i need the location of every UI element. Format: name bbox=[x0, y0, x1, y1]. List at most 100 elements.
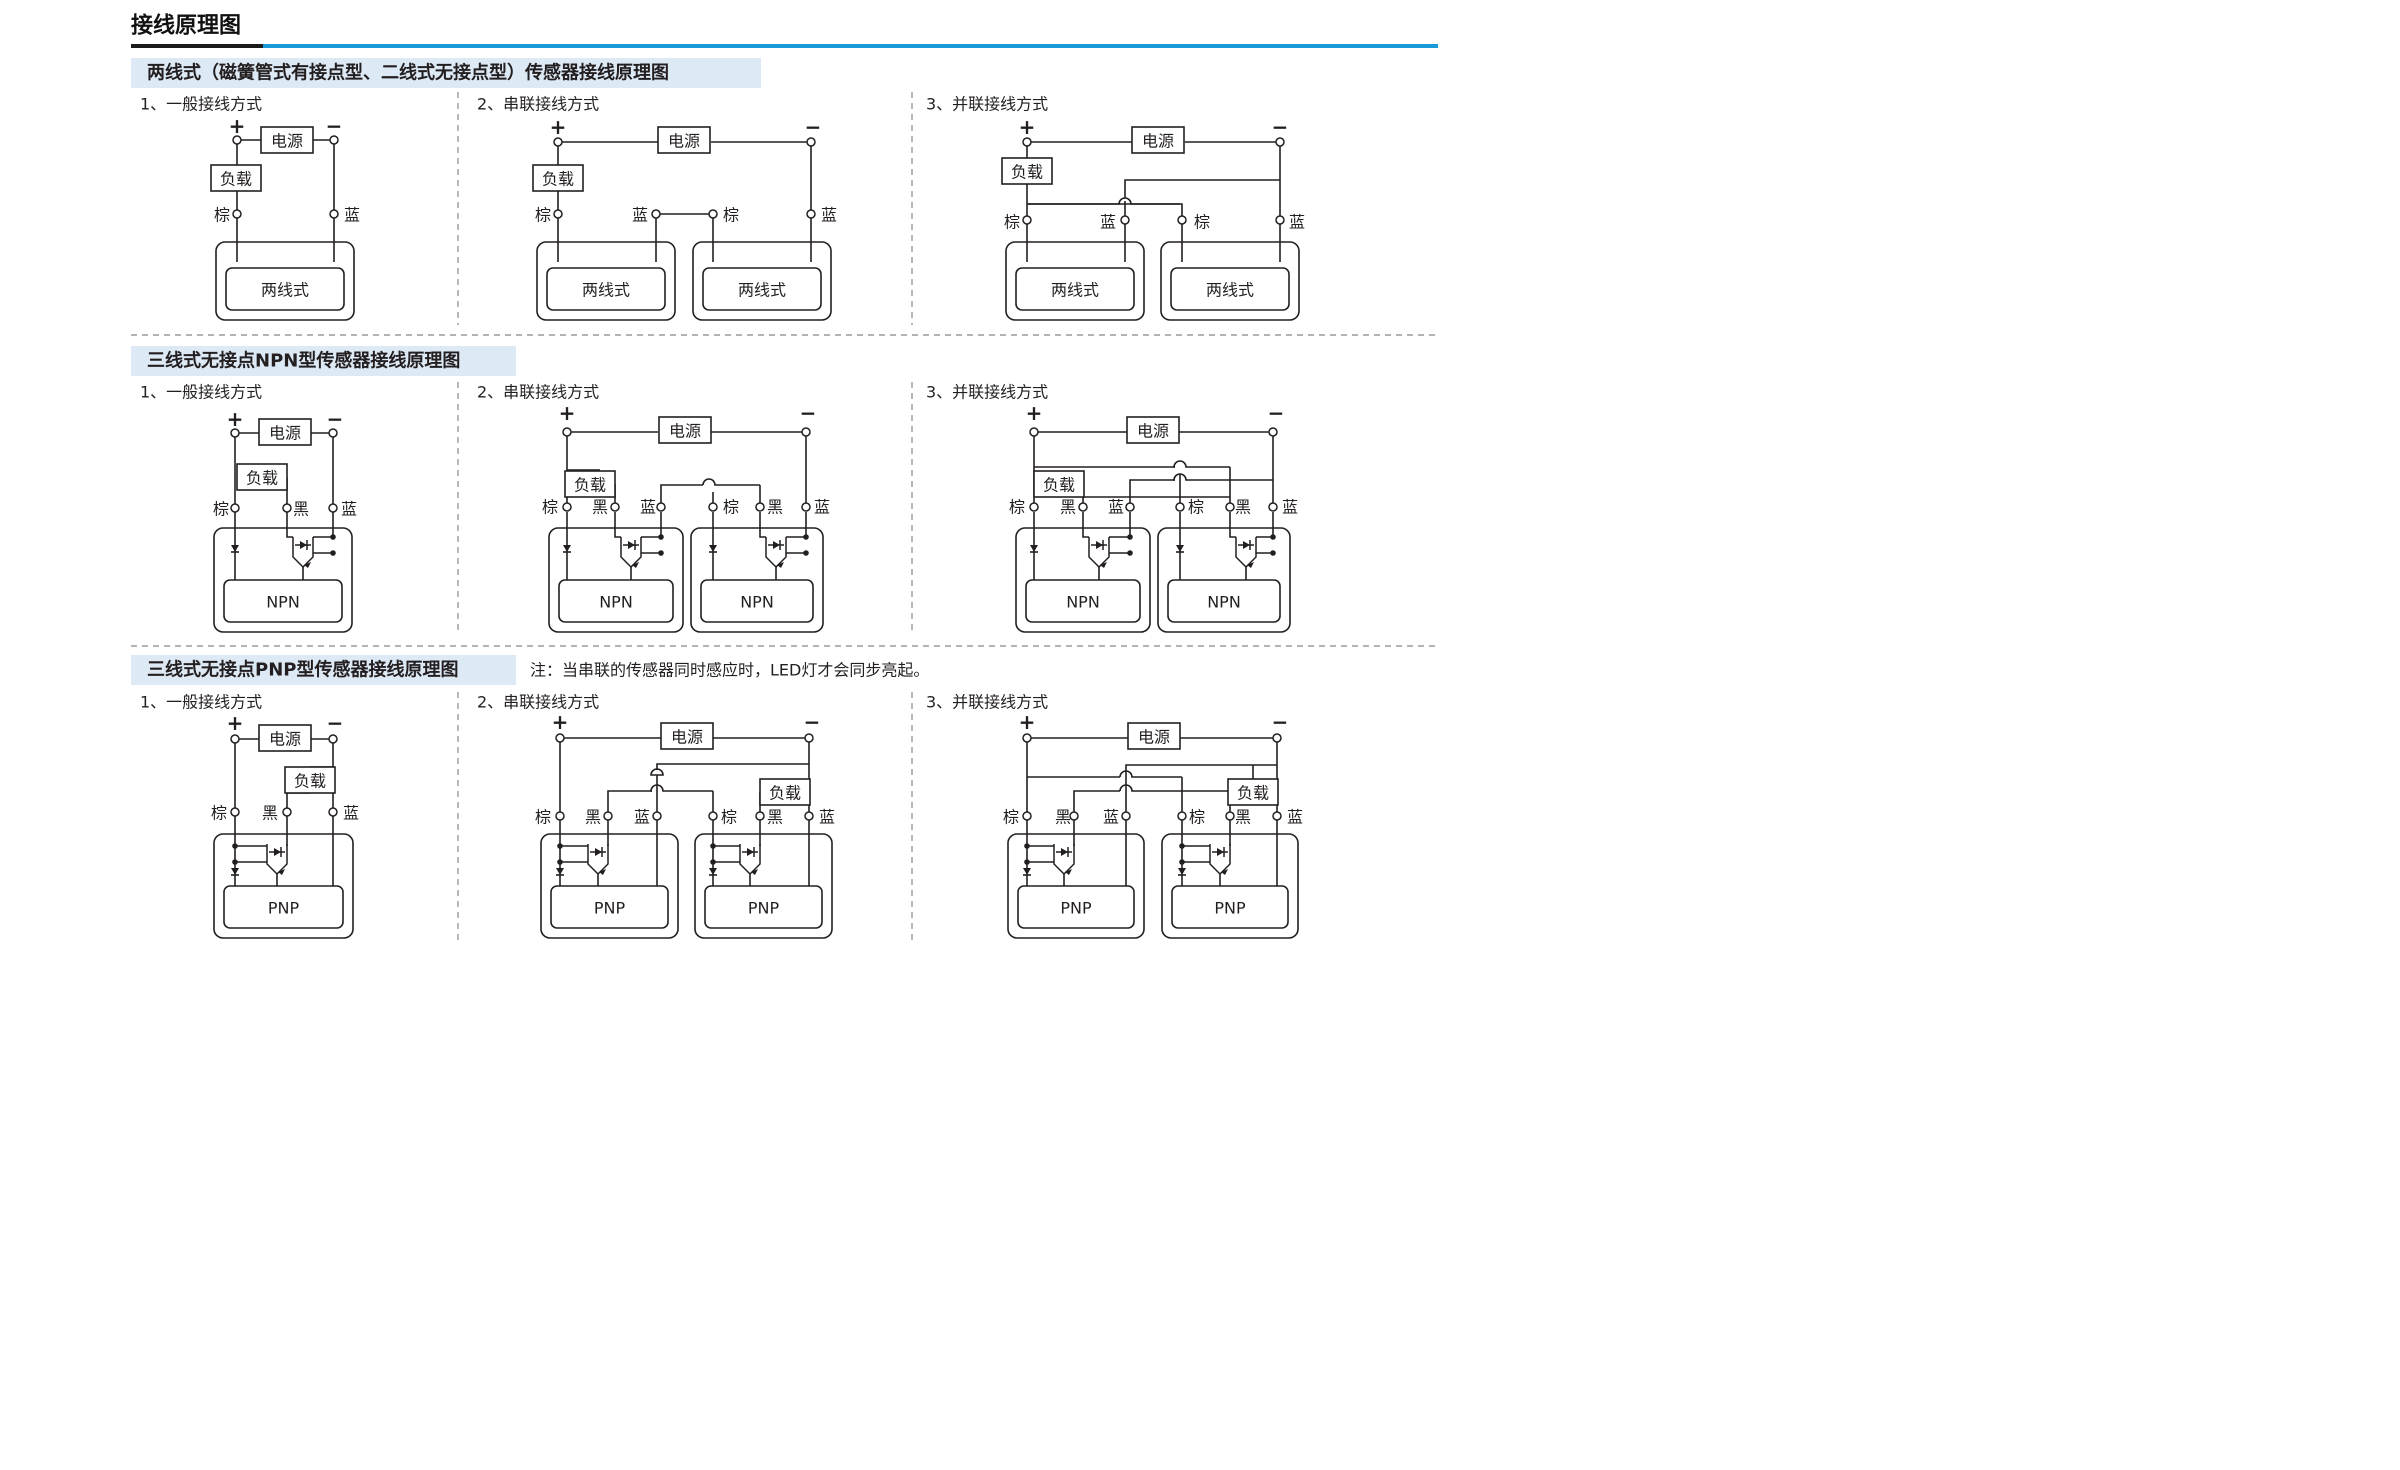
npn-transistor bbox=[765, 537, 787, 568]
sensor-module bbox=[225, 267, 345, 311]
method-heading: 2、串联接线方式 bbox=[477, 95, 599, 114]
terminal bbox=[806, 137, 816, 147]
led-diode bbox=[1023, 868, 1031, 875]
section-band bbox=[131, 58, 761, 88]
plus-sign: + bbox=[227, 407, 244, 431]
terminal bbox=[328, 428, 338, 438]
wire-blue-label: 蓝 bbox=[341, 500, 357, 519]
wire bbox=[1073, 790, 1120, 812]
power-supply-box bbox=[1126, 416, 1180, 444]
wire bbox=[1124, 179, 1280, 198]
section-title: 三线式无接点PNP型传感器接线原理图 bbox=[147, 659, 458, 681]
led-diode bbox=[709, 868, 717, 875]
load-label: 负载 bbox=[294, 772, 326, 791]
minus-sign: − bbox=[800, 401, 817, 425]
minus-sign: − bbox=[805, 115, 822, 139]
junction-dot bbox=[1024, 859, 1030, 865]
plus-sign: + bbox=[1019, 710, 1036, 734]
plus-sign: + bbox=[552, 710, 569, 734]
section-band bbox=[131, 346, 516, 376]
sensor-label: NPN bbox=[266, 593, 300, 612]
plus-sign: + bbox=[1019, 115, 1036, 139]
plus-sign: + bbox=[227, 711, 244, 735]
sensor-label: NPN bbox=[1066, 593, 1100, 612]
plus-sign: + bbox=[1026, 401, 1043, 425]
pnp-transistor bbox=[266, 844, 288, 875]
terminal bbox=[232, 209, 242, 219]
method-heading: 1、一般接线方式 bbox=[140, 383, 262, 402]
terminal bbox=[656, 502, 666, 512]
terminal bbox=[282, 503, 292, 513]
terminal bbox=[1029, 502, 1039, 512]
wire-brown-label: 棕 bbox=[213, 500, 229, 519]
wire-black-label: 黑 bbox=[293, 500, 309, 519]
terminal bbox=[708, 209, 718, 219]
terminal bbox=[1177, 811, 1187, 821]
method-heading: 1、一般接线方式 bbox=[140, 95, 262, 114]
junction-dot bbox=[330, 550, 336, 556]
wire-brown-label: 棕 bbox=[723, 498, 739, 517]
terminal bbox=[230, 734, 240, 744]
plus-sign: + bbox=[550, 115, 567, 139]
load-label: 负载 bbox=[1011, 163, 1043, 182]
junction-dot bbox=[658, 534, 664, 540]
sensor-housing bbox=[1007, 833, 1145, 939]
method-heading: 2、串联接线方式 bbox=[477, 383, 599, 402]
power-supply-label: 电源 bbox=[668, 132, 700, 151]
minus-sign: − bbox=[1272, 115, 1289, 139]
wire bbox=[1129, 479, 1175, 503]
led-diode bbox=[1178, 868, 1186, 875]
wire-black-label: 黑 bbox=[1055, 808, 1071, 827]
power-supply-box bbox=[657, 126, 711, 154]
minus-sign: − bbox=[1272, 710, 1289, 734]
wire-blue-label: 蓝 bbox=[821, 206, 837, 225]
terminal bbox=[1022, 215, 1032, 225]
terminal bbox=[1125, 502, 1135, 512]
terminal bbox=[804, 811, 814, 821]
npn-transistor bbox=[620, 537, 642, 568]
power-supply-box bbox=[258, 724, 312, 752]
sensor-module bbox=[1171, 885, 1289, 929]
wire-blue-label: 蓝 bbox=[1282, 498, 1298, 517]
wire-crossover bbox=[1119, 784, 1230, 792]
terminal bbox=[1078, 502, 1088, 512]
terminal bbox=[708, 502, 718, 512]
pnp-transistor bbox=[1053, 844, 1075, 875]
wire-crossover bbox=[1119, 770, 1182, 778]
wire-crossover bbox=[650, 784, 713, 792]
sensor-housing bbox=[1157, 527, 1291, 633]
sensor-module bbox=[223, 579, 343, 623]
terminal bbox=[603, 811, 613, 821]
load-box bbox=[1227, 778, 1279, 806]
sensor-housing bbox=[536, 241, 676, 321]
title-underline-accent bbox=[263, 44, 1438, 48]
wire-brown-label: 棕 bbox=[1009, 498, 1025, 517]
pnp-transistor bbox=[1209, 844, 1231, 875]
power-supply-box bbox=[1131, 126, 1185, 154]
load-label: 负载 bbox=[769, 784, 801, 803]
terminal bbox=[328, 734, 338, 744]
wire-brown-label: 棕 bbox=[723, 206, 739, 225]
junction-dot bbox=[1270, 534, 1276, 540]
wire-blue-label: 蓝 bbox=[640, 498, 656, 517]
load-box bbox=[210, 164, 262, 192]
junction-dot bbox=[803, 550, 809, 556]
terminal bbox=[1272, 811, 1282, 821]
led-diode bbox=[556, 868, 564, 875]
wire-blue-label: 蓝 bbox=[1103, 808, 1119, 827]
sensor-module bbox=[1170, 267, 1290, 311]
wire bbox=[759, 512, 766, 538]
terminal bbox=[651, 209, 661, 219]
terminal bbox=[801, 427, 811, 437]
junction-dot bbox=[1024, 843, 1030, 849]
wire-brown-label: 棕 bbox=[214, 206, 230, 225]
wire-black-label: 黑 bbox=[592, 498, 608, 517]
wire-brown-label: 棕 bbox=[1004, 213, 1020, 232]
wire bbox=[1082, 512, 1089, 538]
wire bbox=[614, 512, 621, 538]
terminal bbox=[801, 502, 811, 512]
wire-black-label: 黑 bbox=[767, 498, 783, 517]
terminal bbox=[230, 503, 240, 513]
sensor-housing bbox=[1005, 241, 1145, 321]
junction-dot bbox=[710, 843, 716, 849]
